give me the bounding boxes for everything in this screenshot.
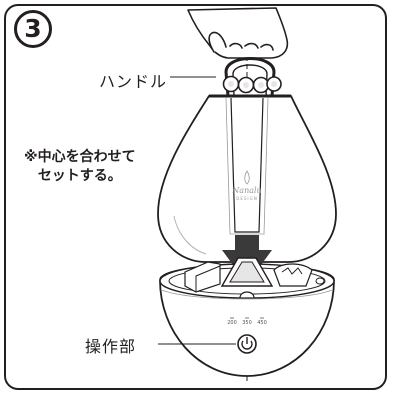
alignment-note-line2: セットする。 [37, 168, 122, 184]
handle [224, 57, 276, 97]
handle-label: ハンドル [99, 72, 168, 91]
brand-name: Nanalu [231, 186, 261, 195]
scale-label-right: 450 [257, 320, 267, 326]
alignment-note: ※中心を合わせて セットする。 [24, 148, 136, 186]
alignment-note-line1: ※中心を合わせて [24, 149, 136, 165]
step-number: 3 [24, 14, 42, 43]
base-unit: 200 350 450 [159, 257, 335, 377]
control-panel-label: 操作部 [85, 337, 137, 356]
scale-label-left: 200 [227, 320, 237, 326]
step-number-badge: 3 [14, 10, 52, 48]
hand-icon [187, 7, 289, 59]
scale-label-mid: 350 [242, 320, 252, 326]
power-button-icon [237, 334, 257, 354]
hand-fingers [222, 75, 282, 94]
water-tank: Nanalu DESIGN [157, 94, 337, 263]
brand-sub: DESIGN [236, 196, 257, 201]
